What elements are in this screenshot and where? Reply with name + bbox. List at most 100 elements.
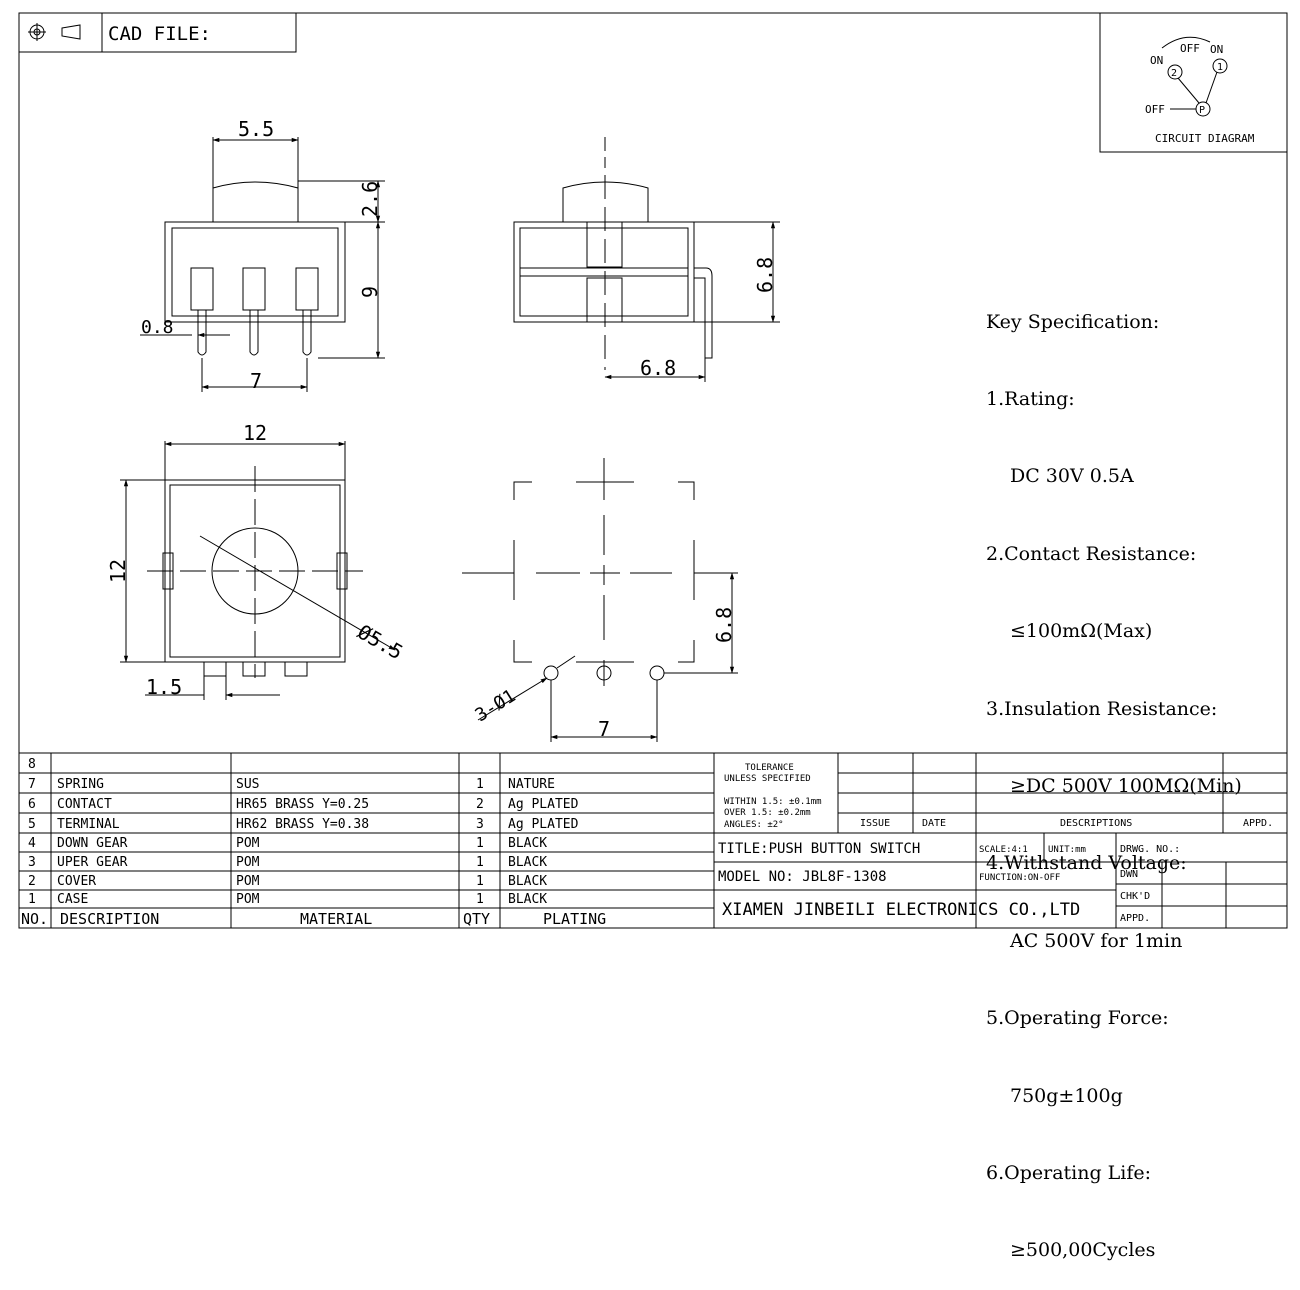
svg-text:DWN: DWN [1120, 869, 1138, 880]
spec-title: Key Specification: [986, 310, 1160, 333]
svg-text:CHK'D: CHK'D [1120, 891, 1150, 902]
svg-text:BLACK: BLACK [508, 892, 547, 907]
table-row: 8 [28, 757, 36, 772]
circuit-title: CIRCUIT DIAGRAM [1155, 132, 1255, 145]
svg-text:ANGLES: ±2°: ANGLES: ±2° [724, 820, 784, 830]
svg-text:PLATING: PLATING [543, 910, 606, 928]
side-view [513, 137, 780, 382]
svg-text:DESCRIPTION: DESCRIPTION [60, 910, 159, 928]
svg-text:2: 2 [1171, 68, 1177, 79]
svg-text:1: 1 [1217, 62, 1223, 73]
svg-text:WITHIN 1.5: ±0.1mm: WITHIN 1.5: ±0.1mm [724, 797, 822, 807]
circuit-node-2 [1167, 64, 1183, 80]
spec-line: 2.Contact Resistance: [986, 542, 1197, 565]
dim-offset: 1.5 [146, 675, 182, 699]
svg-text:NATURE: NATURE [508, 777, 555, 792]
svg-text:UNLESS SPECIFIED: UNLESS SPECIFIED [724, 774, 811, 784]
svg-text:UPER GEAR: UPER GEAR [57, 855, 128, 870]
dim-cap-height: 2.6 [358, 181, 382, 217]
spec-line: 6.Operating Life: [986, 1161, 1152, 1184]
svg-text:ISSUE: ISSUE [860, 818, 890, 829]
svg-text:1: 1 [476, 836, 484, 851]
svg-text:DRWG. NO.:: DRWG. NO.: [1120, 844, 1180, 855]
circuit-diagram: 2 1 P ON OFF ON OFF CIRCUIT DIAGRAM [1099, 12, 1288, 153]
svg-text:SUS: SUS [236, 777, 259, 792]
svg-text:SPRING: SPRING [57, 777, 104, 792]
key-specification: Key Specification: 1.Rating: DC 30V 0.5A… [986, 258, 1242, 1290]
svg-text:1: 1 [28, 892, 36, 907]
svg-text:DATE: DATE [922, 818, 946, 829]
svg-text:1: 1 [476, 777, 484, 792]
svg-text:OVER 1.5: ±0.2mm: OVER 1.5: ±0.2mm [724, 808, 811, 818]
svg-text:SCALE:4:1: SCALE:4:1 [979, 845, 1028, 855]
svg-text:1: 1 [476, 855, 484, 870]
svg-text:P: P [1199, 105, 1205, 116]
svg-text:POM: POM [236, 855, 260, 870]
svg-text:BLACK: BLACK [508, 836, 547, 851]
spec-line: 750g±100g [1010, 1084, 1123, 1107]
svg-text:5: 5 [28, 817, 36, 832]
dim-body-height: 9 [358, 286, 382, 298]
svg-text:HR62 BRASS Y=0.38: HR62 BRASS Y=0.38 [236, 817, 369, 832]
dim-square-height: 12 [106, 559, 130, 583]
svg-text:TOLERANCE: TOLERANCE [745, 763, 794, 773]
svg-text:DOWN GEAR: DOWN GEAR [57, 836, 128, 851]
bom-rows: 8 7 SPRING SUS 1 NATURE 6 CONTACT HR65 BRASS Y… [21, 757, 606, 928]
sheet-border [18, 12, 1288, 929]
spec-line: ≥DC 500V 100MΩ(Min) [1010, 774, 1242, 797]
svg-text:FUNCTION:ON-OFF: FUNCTION:ON-OFF [979, 873, 1060, 883]
dim-top-width: 5.5 [238, 117, 274, 141]
svg-text:POM: POM [236, 836, 260, 851]
svg-text:Ag PLATED: Ag PLATED [508, 817, 579, 832]
drawing-title: TITLE:PUSH BUTTON SWITCH [718, 841, 920, 857]
svg-text:MATERIAL: MATERIAL [300, 910, 372, 928]
svg-text:TERMINAL: TERMINAL [57, 817, 120, 832]
dim-side-width: 6.8 [640, 356, 676, 380]
projection-symbol-icon [28, 23, 81, 41]
svg-text:2: 2 [28, 874, 36, 889]
circuit-node-1 [1212, 58, 1228, 74]
spec-line: DC 30V 0.5A [1010, 465, 1134, 488]
spec-line: ≥500,00Cycles [1010, 1239, 1156, 1262]
svg-text:6: 6 [28, 797, 36, 812]
cad-header: CAD FILE: [18, 12, 297, 53]
svg-text:7: 7 [28, 777, 36, 792]
svg-text:APPD.: APPD. [1120, 913, 1150, 924]
model-number: MODEL NO: JBL8F-1308 [718, 869, 887, 885]
svg-text:CONTACT: CONTACT [57, 797, 112, 812]
dim-pin-width: 0.8 [141, 317, 174, 338]
spec-line: 1.Rating: [986, 387, 1075, 410]
svg-text:1: 1 [476, 874, 484, 889]
svg-text:3: 3 [476, 817, 484, 832]
table-row: 7 SPRING SUS 1 NATURE [28, 777, 555, 792]
svg-text:DESCRIPTIONS: DESCRIPTIONS [1060, 818, 1132, 829]
svg-text:NO.: NO. [21, 910, 48, 928]
spec-line: 5.Operating Force: [986, 1007, 1169, 1030]
svg-text:POM: POM [236, 874, 260, 889]
svg-text:UNIT:mm: UNIT:mm [1048, 845, 1086, 855]
dim-side-height: 6.8 [753, 257, 777, 293]
svg-text:ON: ON [1150, 54, 1163, 67]
dim-square-width: 12 [243, 421, 267, 445]
company-name: XIAMEN JINBEILI ELECTRONICS CO.,LTD [722, 900, 1080, 920]
svg-text:2: 2 [476, 797, 484, 812]
svg-text:HR65 BRASS Y=0.25: HR65 BRASS Y=0.25 [236, 797, 369, 812]
svg-text:BLACK: BLACK [508, 874, 547, 889]
dim-pcb-pitch: 7 [598, 717, 610, 741]
svg-text:ON: ON [1210, 43, 1223, 56]
table-header-row: NO. DESCRIPTION MATERIAL QTY PLATING [21, 910, 606, 928]
svg-text:1: 1 [476, 892, 484, 907]
spec-line: 3.Insulation Resistance: [986, 697, 1218, 720]
svg-text:OFF: OFF [1180, 42, 1200, 55]
svg-text:BLACK: BLACK [508, 855, 547, 870]
front-view [140, 137, 385, 392]
dim-pcb-height: 6.8 [712, 607, 736, 643]
svg-text:8: 8 [28, 757, 36, 772]
spec-line: ≤100mΩ(Max) [1010, 620, 1153, 643]
svg-text:POM: POM [236, 892, 260, 907]
svg-text:3: 3 [28, 855, 36, 870]
svg-text:OFF: OFF [1145, 103, 1165, 116]
